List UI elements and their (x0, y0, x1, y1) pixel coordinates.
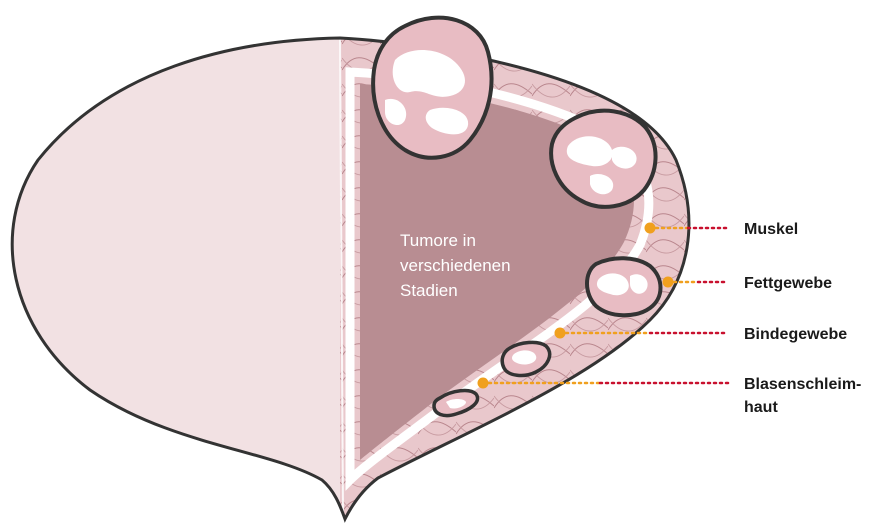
tumor-large (373, 18, 491, 158)
tumor-small (587, 258, 661, 315)
label-muskel: Muskel (744, 221, 798, 238)
label-blasenschleimhaut-line-1: Blasenschleim- (744, 376, 861, 393)
label-blasenschleimhaut-line-2: haut (744, 399, 778, 416)
inner-label-line-2: verschiedenen (400, 256, 511, 275)
tumor-medium (551, 111, 655, 207)
label-fettgewebe: Fettgewebe (744, 275, 832, 292)
label-bindegewebe-line-1: Bindegewebe (744, 326, 847, 343)
inner-label-line-1: Tumore in (400, 231, 476, 250)
label-fettgewebe-line-1: Fettgewebe (744, 275, 832, 292)
inner-label-line-3: Stadien (400, 281, 458, 300)
label-muskel-line-1: Muskel (744, 221, 798, 238)
label-bindegewebe: Bindegewebe (744, 326, 847, 343)
label-blasenschleimhaut: Blasenschleim- haut (744, 376, 866, 416)
